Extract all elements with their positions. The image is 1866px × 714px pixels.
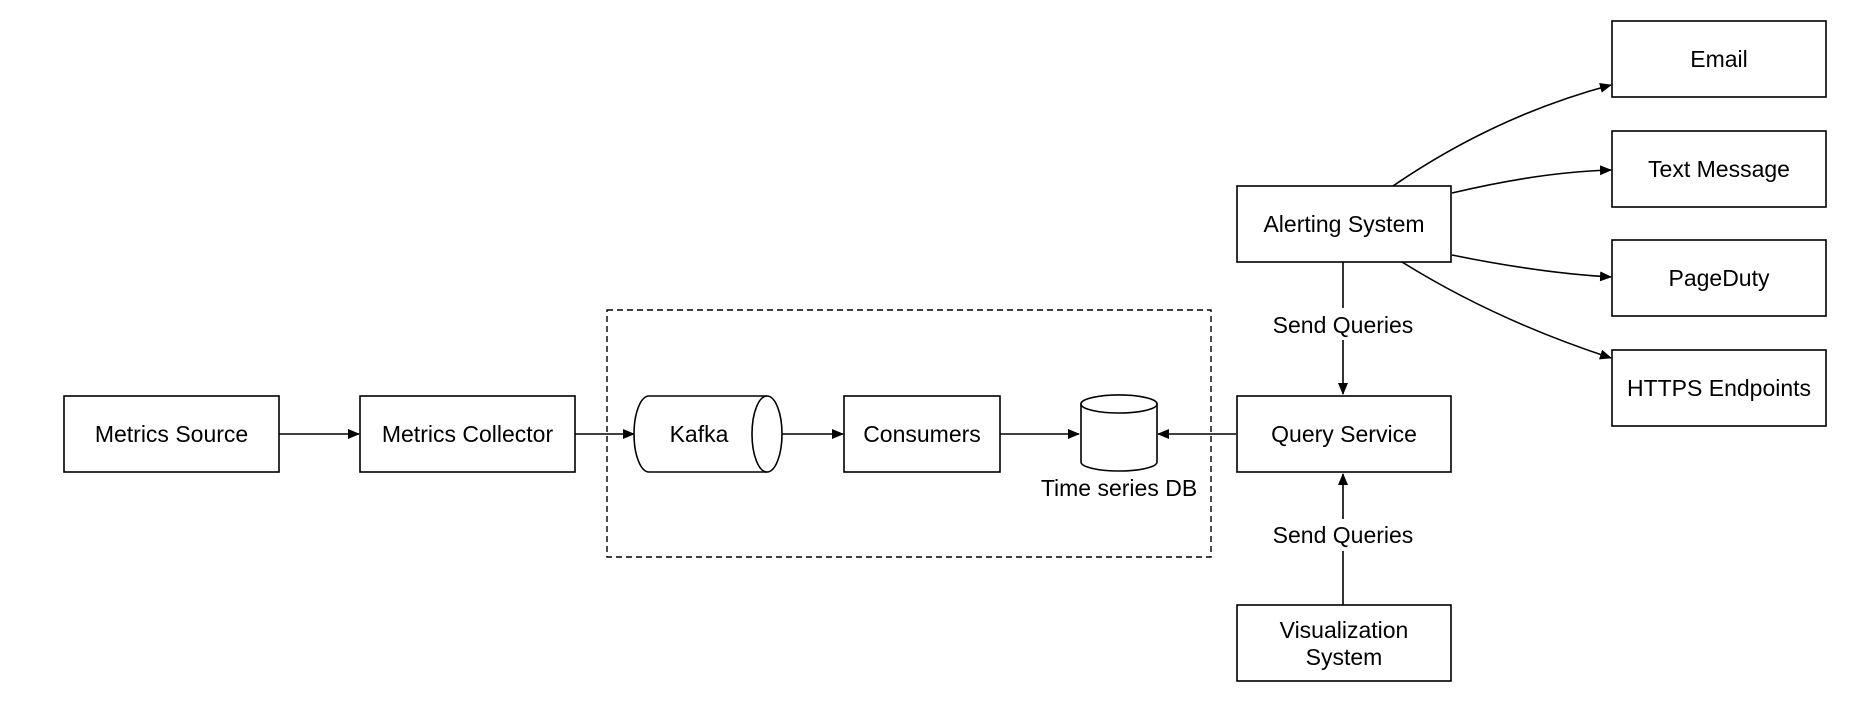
consumers-node: Consumers bbox=[843, 395, 1001, 473]
edge-label-send-queries-top: Send Queries bbox=[1273, 312, 1414, 338]
edge-alerting-to-email bbox=[1392, 83, 1612, 187]
edge-alerting-to-https-endpoints bbox=[1401, 261, 1612, 360]
kafka-label: Kafka bbox=[670, 421, 729, 447]
visualization-system-label-line2: System bbox=[1306, 644, 1383, 670]
metrics-source-label: Metrics Source bbox=[95, 421, 248, 447]
time-series-db-node: Time series DB bbox=[1041, 394, 1197, 501]
text-message-label: Text Message bbox=[1648, 156, 1790, 182]
metrics-source-node: Metrics Source bbox=[63, 395, 280, 473]
kafka-node: Kafka bbox=[633, 395, 783, 473]
storage-pipeline-group bbox=[606, 309, 1212, 558]
https-endpoints-label: HTTPS Endpoints bbox=[1627, 375, 1811, 401]
metrics-collector-node: Metrics Collector bbox=[359, 395, 576, 473]
email-node: Email bbox=[1611, 20, 1827, 98]
visualization-system-node: Visualization System bbox=[1236, 604, 1452, 682]
edge-alerting-to-text-message bbox=[1451, 165, 1612, 194]
metrics-collector-label: Metrics Collector bbox=[382, 421, 554, 447]
alerting-system-label: Alerting System bbox=[1263, 211, 1424, 237]
edge-alerting-to-pageduty bbox=[1451, 254, 1612, 282]
query-service-label: Query Service bbox=[1271, 421, 1417, 447]
time-series-db-label: Time series DB bbox=[1041, 475, 1197, 501]
visualization-system-label-line1: Visualization bbox=[1280, 617, 1409, 643]
query-service-node: Query Service bbox=[1236, 395, 1452, 473]
edge-label-send-queries-bottom: Send Queries bbox=[1273, 522, 1414, 548]
alerting-system-node: Alerting System bbox=[1236, 185, 1452, 263]
pageduty-label: PageDuty bbox=[1668, 265, 1770, 291]
https-endpoints-node: HTTPS Endpoints bbox=[1611, 349, 1827, 427]
pageduty-node: PageDuty bbox=[1611, 239, 1827, 317]
text-message-node: Text Message bbox=[1611, 130, 1827, 208]
consumers-label: Consumers bbox=[863, 421, 981, 447]
email-label: Email bbox=[1690, 46, 1748, 72]
